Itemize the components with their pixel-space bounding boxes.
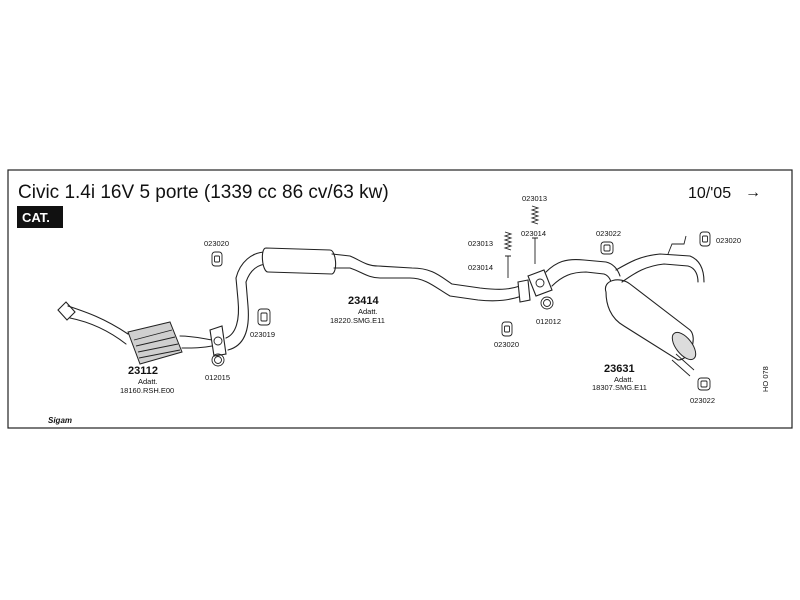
cat-badge-label: CAT.: [22, 210, 50, 225]
gasket-012015: [211, 353, 225, 367]
part-number-middle: 23414: [348, 295, 379, 307]
code-023013-top: 023013: [522, 194, 547, 203]
diagram-frame: [7, 169, 793, 429]
bolt-023014-left: [505, 255, 511, 278]
code-023022-bottom: 023022: [690, 396, 715, 405]
gasket-012012: [540, 296, 554, 310]
part-number-rear: 23631: [604, 363, 635, 375]
adapter-label-front: Adatt.: [138, 377, 158, 386]
code-023020-right: 023020: [716, 236, 741, 245]
adapter-code-front: 18160.RSH.E00: [120, 386, 174, 395]
spring-023013-top: [530, 205, 540, 225]
brand-logo: Sigam: [48, 416, 72, 425]
date-arrow-icon: →: [745, 184, 761, 201]
hanger-023020-mid: [501, 321, 513, 337]
hanger-023019: [257, 308, 271, 326]
reference-code: HO 078: [761, 366, 770, 392]
adapter-code-middle: 18220.SMG.E11: [330, 316, 385, 325]
hanger-023020-top: [211, 251, 223, 267]
code-012012: 012012: [536, 317, 561, 326]
vehicle-title: Civic 1.4i 16V 5 porte (1339 cc 86 cv/63…: [18, 182, 389, 203]
code-023013-left: 023013: [468, 239, 493, 248]
code-023020-mid: 023020: [494, 340, 519, 349]
middle-resonator: [261, 247, 337, 275]
code-023019: 023019: [250, 330, 275, 339]
hanger-023020-right: [699, 231, 711, 247]
adapter-label-rear: Adatt.: [614, 375, 634, 384]
code-012015: 012015: [205, 373, 230, 382]
middle-pipe-silencer: [235, 247, 531, 303]
bolt-023014-right: [532, 237, 538, 264]
code-023022-top: 023022: [596, 229, 621, 238]
spring-023013-left: [503, 231, 513, 251]
adapter-label-middle: Adatt.: [358, 307, 378, 316]
cat-badge: CAT.: [17, 206, 63, 228]
production-date: 10/'05: [688, 185, 731, 202]
code-023020-top: 023020: [204, 239, 229, 248]
code-023014-right: 023014: [521, 229, 546, 238]
part-number-front: 23112: [128, 365, 158, 377]
code-023014-left: 023014: [468, 263, 493, 272]
adapter-code-rear: 18307.SMG.E11: [592, 383, 647, 392]
hanger-023022-top: [600, 241, 614, 255]
rear-pipe-silencer: [527, 235, 705, 377]
hanger-023022-bottom: [697, 377, 711, 391]
front-pipe-catalyst: [57, 277, 249, 365]
catalyst-body: [127, 321, 183, 365]
